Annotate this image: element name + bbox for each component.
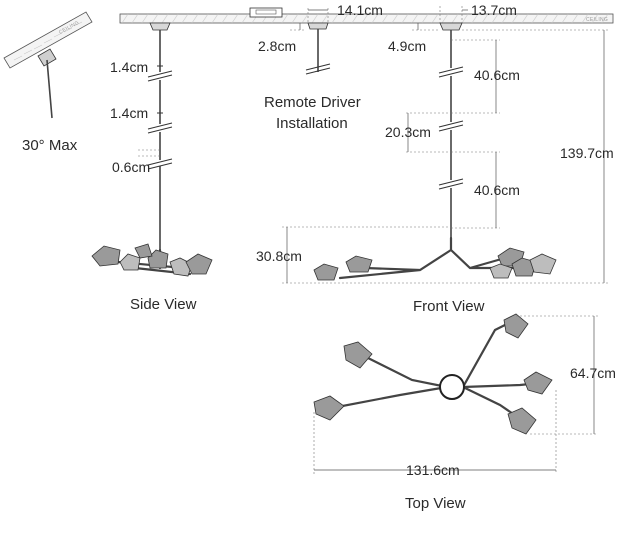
side-gap-2: 1.4cm [110,105,148,121]
overall-height-dim: 139.7cm [560,145,614,161]
ceiling: CEILING [119,13,614,24]
side-view: 1.4cm 1.4cm 0.6cm Side View [91,22,213,313]
sloped-ceiling-detail: CEILING 30° Max [3,11,93,154]
front-view-caption: Front View [413,298,485,315]
side-gap-3: 0.6cm [112,159,150,175]
remote-driver: 14.1cm 2.8cm Remote Driver Installation [249,2,383,132]
remote-caption-line2: Installation [276,115,348,132]
top-view: 64.7cm 131.6cm Top View [313,313,616,512]
rod-gap-dim: 20.3cm [385,124,431,140]
canopy-width-front-dim: 13.7cm [471,2,517,18]
canopy-depth-dim: 4.9cm [388,38,426,54]
top-width-dim: 131.6cm [406,462,460,478]
canopy-width-dim: 14.1cm [337,2,383,18]
rod-1-dim: 40.6cm [474,67,520,83]
driver-depth-dim: 2.8cm [258,38,296,54]
ceiling-label: CEILING [586,17,608,23]
side-gap-1: 1.4cm [110,59,148,75]
fixture-height-dim: 30.8cm [256,248,302,264]
side-view-caption: Side View [130,296,197,313]
top-depth-dim: 64.7cm [570,365,616,381]
top-view-caption: Top View [405,495,466,512]
sloped-rod [46,59,53,119]
rod-2-dim: 40.6cm [474,182,520,198]
slope-caption: 30° Max [22,137,78,154]
remote-caption-line1: Remote Driver [264,94,361,111]
front-view: 13.7cm 4.9cm 40.6cm 20.3cm 40.6cm 139.7c… [256,2,614,315]
